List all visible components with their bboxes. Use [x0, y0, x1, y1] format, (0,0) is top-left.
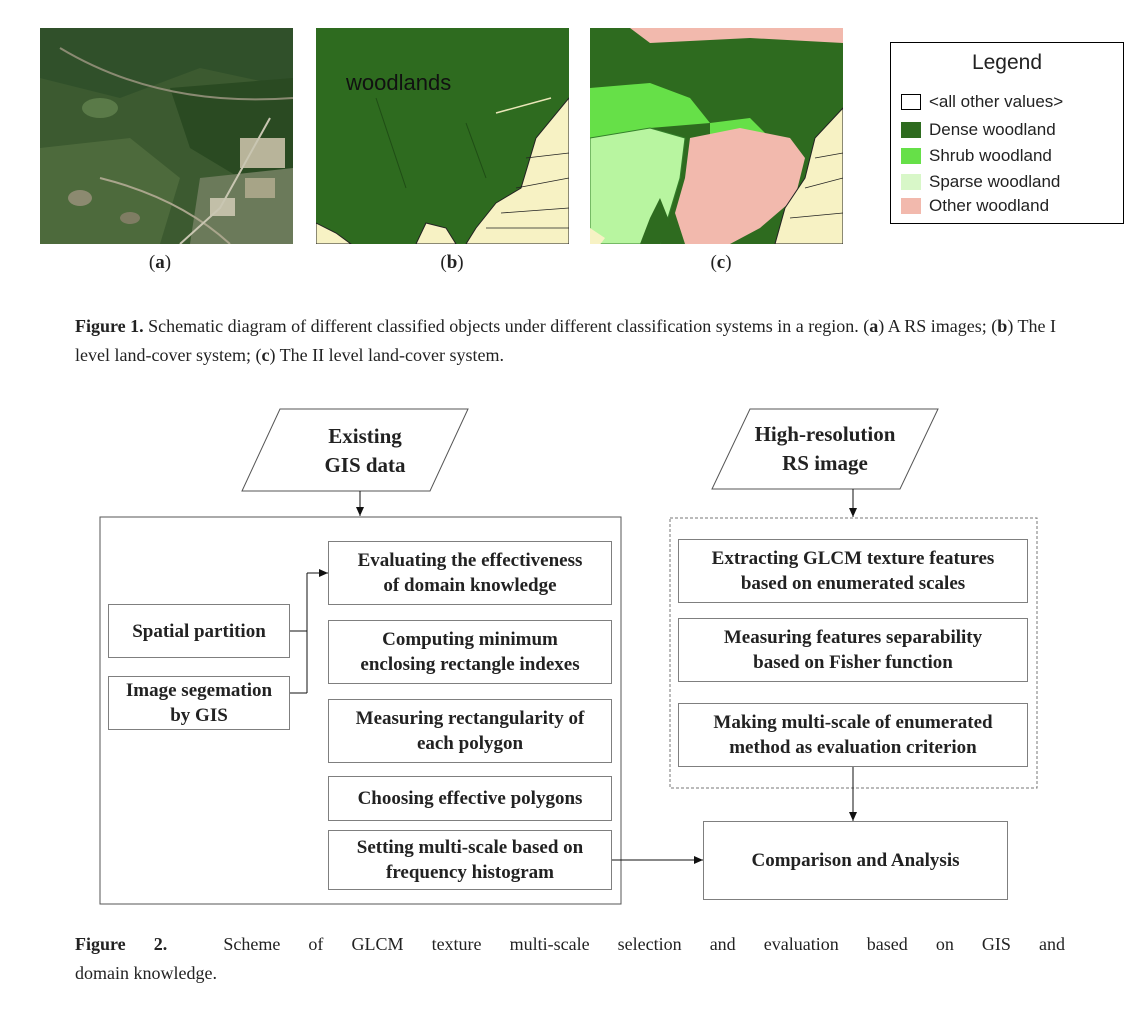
- subfigure-a-label: (a): [148, 252, 172, 273]
- legend-title: Legend: [971, 51, 1043, 74]
- legend-item-dense-woodland: Dense woodland: [901, 119, 1056, 141]
- subfigure-b-label: (b): [440, 252, 464, 273]
- legend-item-other-woodland: Other woodland: [901, 195, 1049, 217]
- legend-swatch: [901, 122, 921, 138]
- map-legend: Legend <all other values> Dense woodland…: [890, 42, 1124, 224]
- comparison-analysis-box: Comparison and Analysis: [703, 821, 1008, 900]
- woodlands-map-label: woodlands: [346, 70, 452, 95]
- legend-swatch: [901, 94, 921, 110]
- figure-2-caption: Figure 2. Scheme of GLCM texture multi-s…: [75, 934, 1065, 983]
- legend-swatch: [901, 174, 921, 190]
- legend-item-all-other-values: <all other values>: [901, 91, 1063, 113]
- spatial-partition-box: Spatial partition: [108, 604, 290, 658]
- subfigure-c-label: (c): [710, 252, 732, 273]
- satellite-image-panel: [40, 28, 293, 244]
- legend-swatch: [901, 198, 921, 214]
- figure-1-caption: Figure 1. Schematic diagram of different…: [75, 316, 1056, 365]
- level-one-landcover-map: woodlands: [316, 28, 569, 244]
- legend-item-sparse-woodland: Sparse woodland: [901, 171, 1060, 193]
- choosing-polygons-box: Choosing effective polygons: [328, 776, 612, 821]
- legend-item-shrub-woodland: Shrub woodland: [901, 145, 1052, 167]
- legend-swatch: [901, 148, 921, 164]
- level-two-landcover-map: [590, 28, 843, 244]
